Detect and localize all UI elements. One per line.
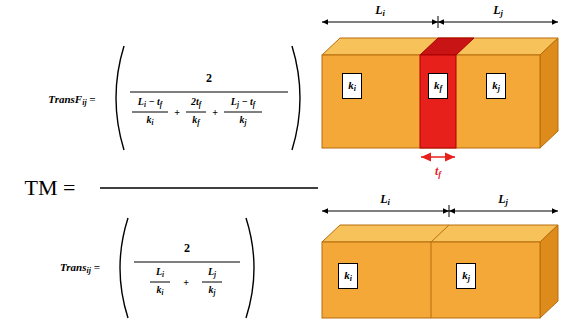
- fraction-bar: [202, 282, 222, 283]
- conductivity-label: ki: [344, 269, 352, 284]
- fraction-bar: [186, 112, 206, 113]
- formula-term: Lj − tf: [231, 96, 255, 110]
- unfaulted-block: [322, 225, 558, 318]
- formula-term: 2: [206, 72, 212, 85]
- formula-term: Li: [156, 266, 164, 280]
- conductivity-label: kj: [492, 79, 500, 94]
- conductivity-box: kf: [428, 73, 448, 99]
- dimension-arrow: [438, 22, 558, 23]
- formula-term: 2: [184, 242, 190, 255]
- fault-thickness-arrow: [421, 156, 455, 158]
- formula-term: TM =: [25, 176, 76, 200]
- formula-term: +: [212, 107, 218, 118]
- formula-term: Transij =: [60, 261, 100, 276]
- formula-term: TransFij =: [48, 93, 95, 108]
- dimension-label: Lj: [493, 4, 503, 19]
- fraction-bar: [132, 112, 168, 113]
- thickness-label: tf: [435, 165, 441, 180]
- paren: [246, 218, 254, 318]
- conductivity-label: kf: [434, 79, 442, 94]
- paren: [116, 46, 124, 150]
- dimension-label: Li: [380, 193, 390, 208]
- dimension-tick: [449, 205, 450, 217]
- dimension-label: Lj: [498, 193, 508, 208]
- paren: [292, 46, 300, 150]
- fraction-bar: [134, 261, 240, 262]
- conductivity-box: ki: [342, 73, 362, 99]
- conductivity-box: kj: [486, 73, 506, 99]
- formula-term: ki: [147, 114, 154, 128]
- dimension-label: Li: [375, 4, 385, 19]
- formula-strokes: [100, 46, 318, 318]
- formula-term: kj: [209, 284, 216, 298]
- formula-term: 2tf: [191, 96, 201, 110]
- fraction-bar: [130, 91, 288, 92]
- conductivity-label: ki: [348, 79, 356, 94]
- conductivity-box: ki: [338, 263, 358, 289]
- dimension-arrow: [322, 22, 438, 23]
- dimension-tick: [438, 16, 439, 28]
- dimension-arrow: [449, 211, 558, 212]
- fraction-bar: [150, 282, 170, 283]
- formula-term: kj: [240, 114, 247, 128]
- conductivity-label: kj: [462, 269, 470, 284]
- formula-term: ki: [157, 284, 164, 298]
- formula-term: kf: [192, 114, 199, 128]
- main-fraction-bar: [100, 187, 318, 189]
- formula-term: Lj: [208, 266, 216, 280]
- paren: [120, 218, 128, 318]
- conductivity-box: kj: [456, 263, 476, 289]
- faulted-block: [322, 38, 558, 148]
- dimension-arrow: [322, 211, 449, 212]
- fraction-bar: [224, 112, 262, 113]
- formula-term: +: [183, 277, 189, 288]
- formula-term: Li − tf: [138, 96, 162, 110]
- formula-term: +: [174, 107, 180, 118]
